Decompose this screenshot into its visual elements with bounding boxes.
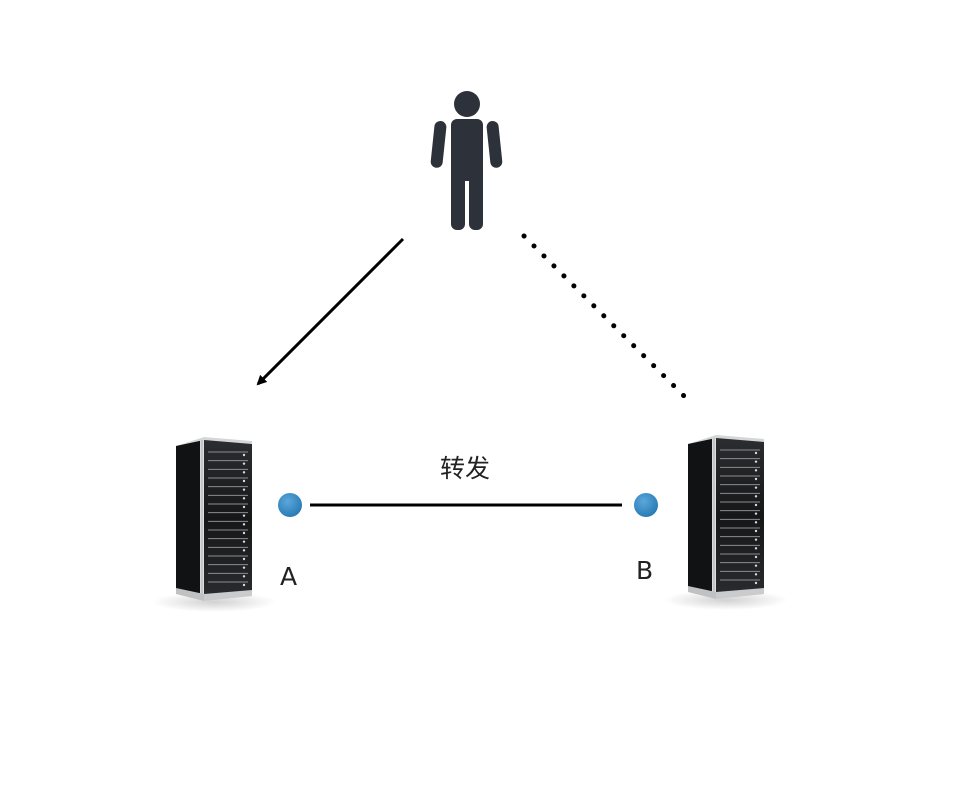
rack-led bbox=[754, 573, 758, 576]
rack-led bbox=[754, 555, 758, 559]
rack-led bbox=[242, 462, 246, 465]
server-rack-icon bbox=[664, 435, 788, 610]
rack-led bbox=[754, 512, 758, 515]
rack-led bbox=[242, 523, 246, 526]
rack-led bbox=[242, 514, 246, 517]
rack-led bbox=[754, 503, 758, 507]
server-a-label: A bbox=[280, 562, 298, 591]
rack-led bbox=[754, 581, 758, 585]
rack-led bbox=[242, 479, 246, 483]
rack-led bbox=[754, 564, 758, 567]
rack-led bbox=[754, 495, 758, 498]
rack-led bbox=[754, 451, 758, 455]
rack-led bbox=[242, 540, 246, 543]
rack-led bbox=[242, 497, 246, 500]
rack-led bbox=[242, 549, 246, 552]
server-rack-icon bbox=[152, 437, 276, 612]
rack-led bbox=[242, 488, 246, 491]
person-icon bbox=[430, 91, 503, 230]
rack-led bbox=[242, 575, 246, 578]
dotted-link bbox=[521, 233, 696, 408]
rack-led bbox=[754, 521, 758, 524]
rack-led bbox=[242, 583, 246, 587]
rack-led bbox=[754, 460, 758, 463]
request-arrow bbox=[256, 237, 405, 386]
rack-led bbox=[242, 505, 246, 509]
rack-led bbox=[242, 471, 246, 474]
rack-led bbox=[242, 557, 246, 561]
rack-led bbox=[754, 477, 758, 481]
endpoint-b-dot bbox=[634, 493, 658, 517]
rack-led bbox=[242, 453, 246, 457]
rack-led bbox=[754, 538, 758, 541]
rack-led bbox=[242, 531, 246, 535]
endpoint-a-dot bbox=[278, 493, 302, 517]
forward-label: 转发 bbox=[440, 454, 491, 483]
server-b-label: B bbox=[636, 556, 654, 585]
rack-led bbox=[754, 529, 758, 533]
rack-led bbox=[754, 547, 758, 550]
rack-led bbox=[754, 486, 758, 489]
rack-led bbox=[242, 566, 246, 569]
rack-led bbox=[754, 469, 758, 472]
